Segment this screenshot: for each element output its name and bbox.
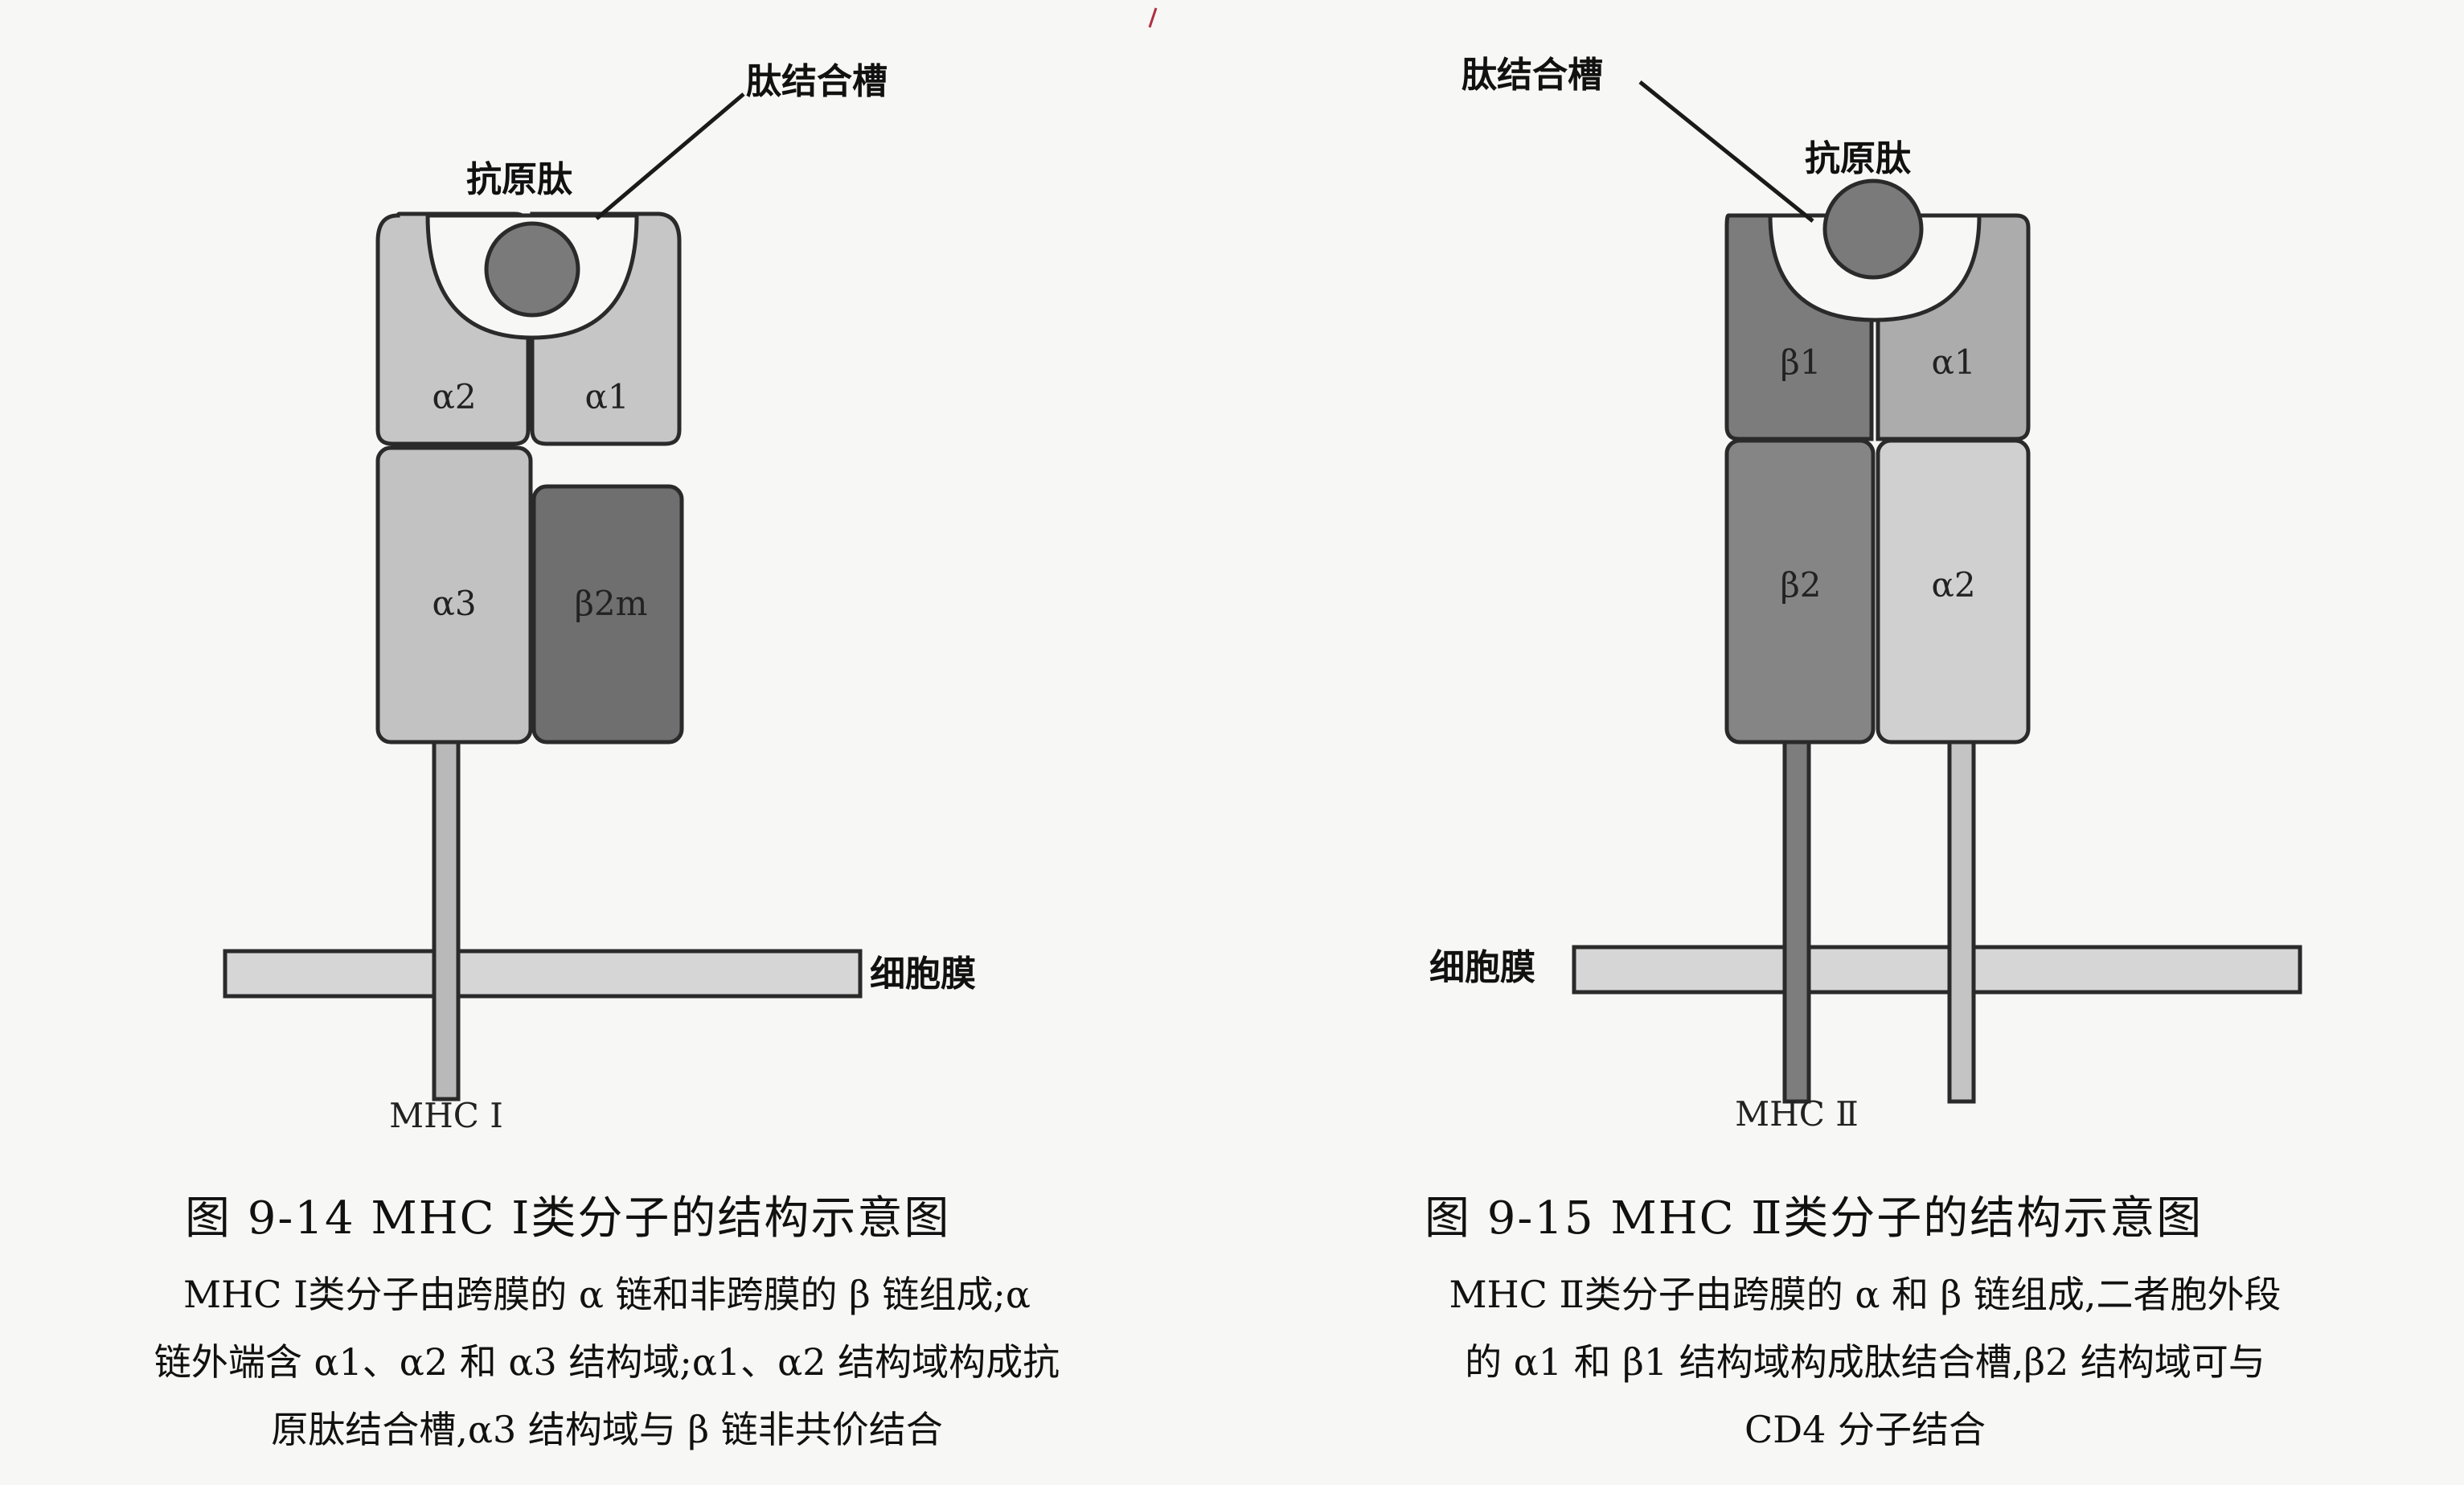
mhc1-transmembrane-stalk xyxy=(432,739,461,1101)
mhc1-alpha3-domain xyxy=(375,445,533,745)
mhc1-caption-description: MHC Ⅰ类分子由跨膜的 α 链和非跨膜的 β 链组成;α 链外端含 α1、α2… xyxy=(72,1261,1142,1463)
mhc1-groove-leader xyxy=(595,92,745,220)
mhc2-groove-label: 肽结合槽 xyxy=(1462,55,1603,96)
mhc2-groove-leader xyxy=(1638,80,1814,223)
mhc1-beta2m-label: β2m xyxy=(575,584,648,623)
mhc2-beta2-label: β2 xyxy=(1780,565,1821,605)
mhc1-membrane-label: 细胞膜 xyxy=(870,954,976,995)
mhc2-beta-stalk xyxy=(1782,739,1811,1104)
mhc2-antigen-peptide xyxy=(1822,178,1924,280)
mhc1-molecule-label: MHC Ⅰ xyxy=(389,1096,503,1135)
mhc2-alpha-stalk xyxy=(1947,739,1976,1104)
mhc2-molecule-label: MHC Ⅱ xyxy=(1735,1094,1859,1134)
mhc2-caption-description: MHC Ⅱ类分子由跨膜的 α 和 β 链组成,二者胞外段 的 α1 和 β1 结… xyxy=(1318,1261,2412,1463)
mhc2-description-line-1: MHC Ⅱ类分子由跨膜的 α 和 β 链组成,二者胞外段 xyxy=(1449,1273,2282,1316)
mhc1-description-line-2: 链外端含 α1、α2 和 α3 结构域;α1、α2 结构域构成抗 xyxy=(154,1340,1060,1384)
mhc2-beta2-domain xyxy=(1724,438,1876,745)
mhc2-description-line-2: 的 α1 和 β1 结构域构成肽结合槽,β2 结构域可与 xyxy=(1465,1340,2265,1384)
mhc-class-i-figure: 肽结合槽 抗原肽 细胞膜 MHC Ⅰ α2 α1 α3 β2m xyxy=(223,61,976,1135)
mhc1-description-line-1: MHC Ⅰ类分子由跨膜的 α 链和非跨膜的 β 链组成;α xyxy=(183,1273,1031,1316)
mhc1-stalk-crossing xyxy=(434,949,458,999)
mhc2-membrane-label: 细胞膜 xyxy=(1429,947,1535,988)
mhc2-alpha2-label: α2 xyxy=(1931,565,1975,605)
mhc1-alpha2-label: α2 xyxy=(432,377,476,416)
mhc2-peptide-label: 抗原肽 xyxy=(1805,138,1911,179)
mhc1-groove-label: 肽结合槽 xyxy=(746,61,888,102)
mhc1-peptide-label: 抗原肽 xyxy=(466,159,572,200)
mhc1-caption-title: 图 9-14 MHC Ⅰ类分子的结构示意图 xyxy=(185,1192,951,1245)
mhc2-cell-membrane xyxy=(1572,945,2302,995)
mhc2-alpha1-label: α1 xyxy=(1931,343,1975,382)
mhc1-description-line-3: 原肽结合槽,α3 结构域与 β 链非共价结合 xyxy=(271,1408,943,1451)
mhc2-caption-title: 图 9-15 MHC Ⅱ类分子的结构示意图 xyxy=(1425,1192,2204,1245)
mhc1-alpha3-label: α3 xyxy=(432,584,476,623)
mhc1-beta2m-domain xyxy=(531,484,684,745)
mhc1-cell-membrane xyxy=(223,949,863,999)
mhc2-beta1-label: β1 xyxy=(1780,343,1821,382)
mhc1-alpha1-label: α1 xyxy=(584,377,629,416)
mhc2-alpha2-domain xyxy=(1876,438,2031,745)
stray-mark xyxy=(1148,7,1158,28)
mhc-class-ii-figure: 肽结合槽 抗原肽 细胞膜 MHC Ⅱ β1 α1 β2 α2 xyxy=(1429,55,2302,1134)
mhc2-description-line-3: CD4 分子结合 xyxy=(1744,1408,1986,1451)
mhc1-antigen-peptide xyxy=(484,221,580,318)
